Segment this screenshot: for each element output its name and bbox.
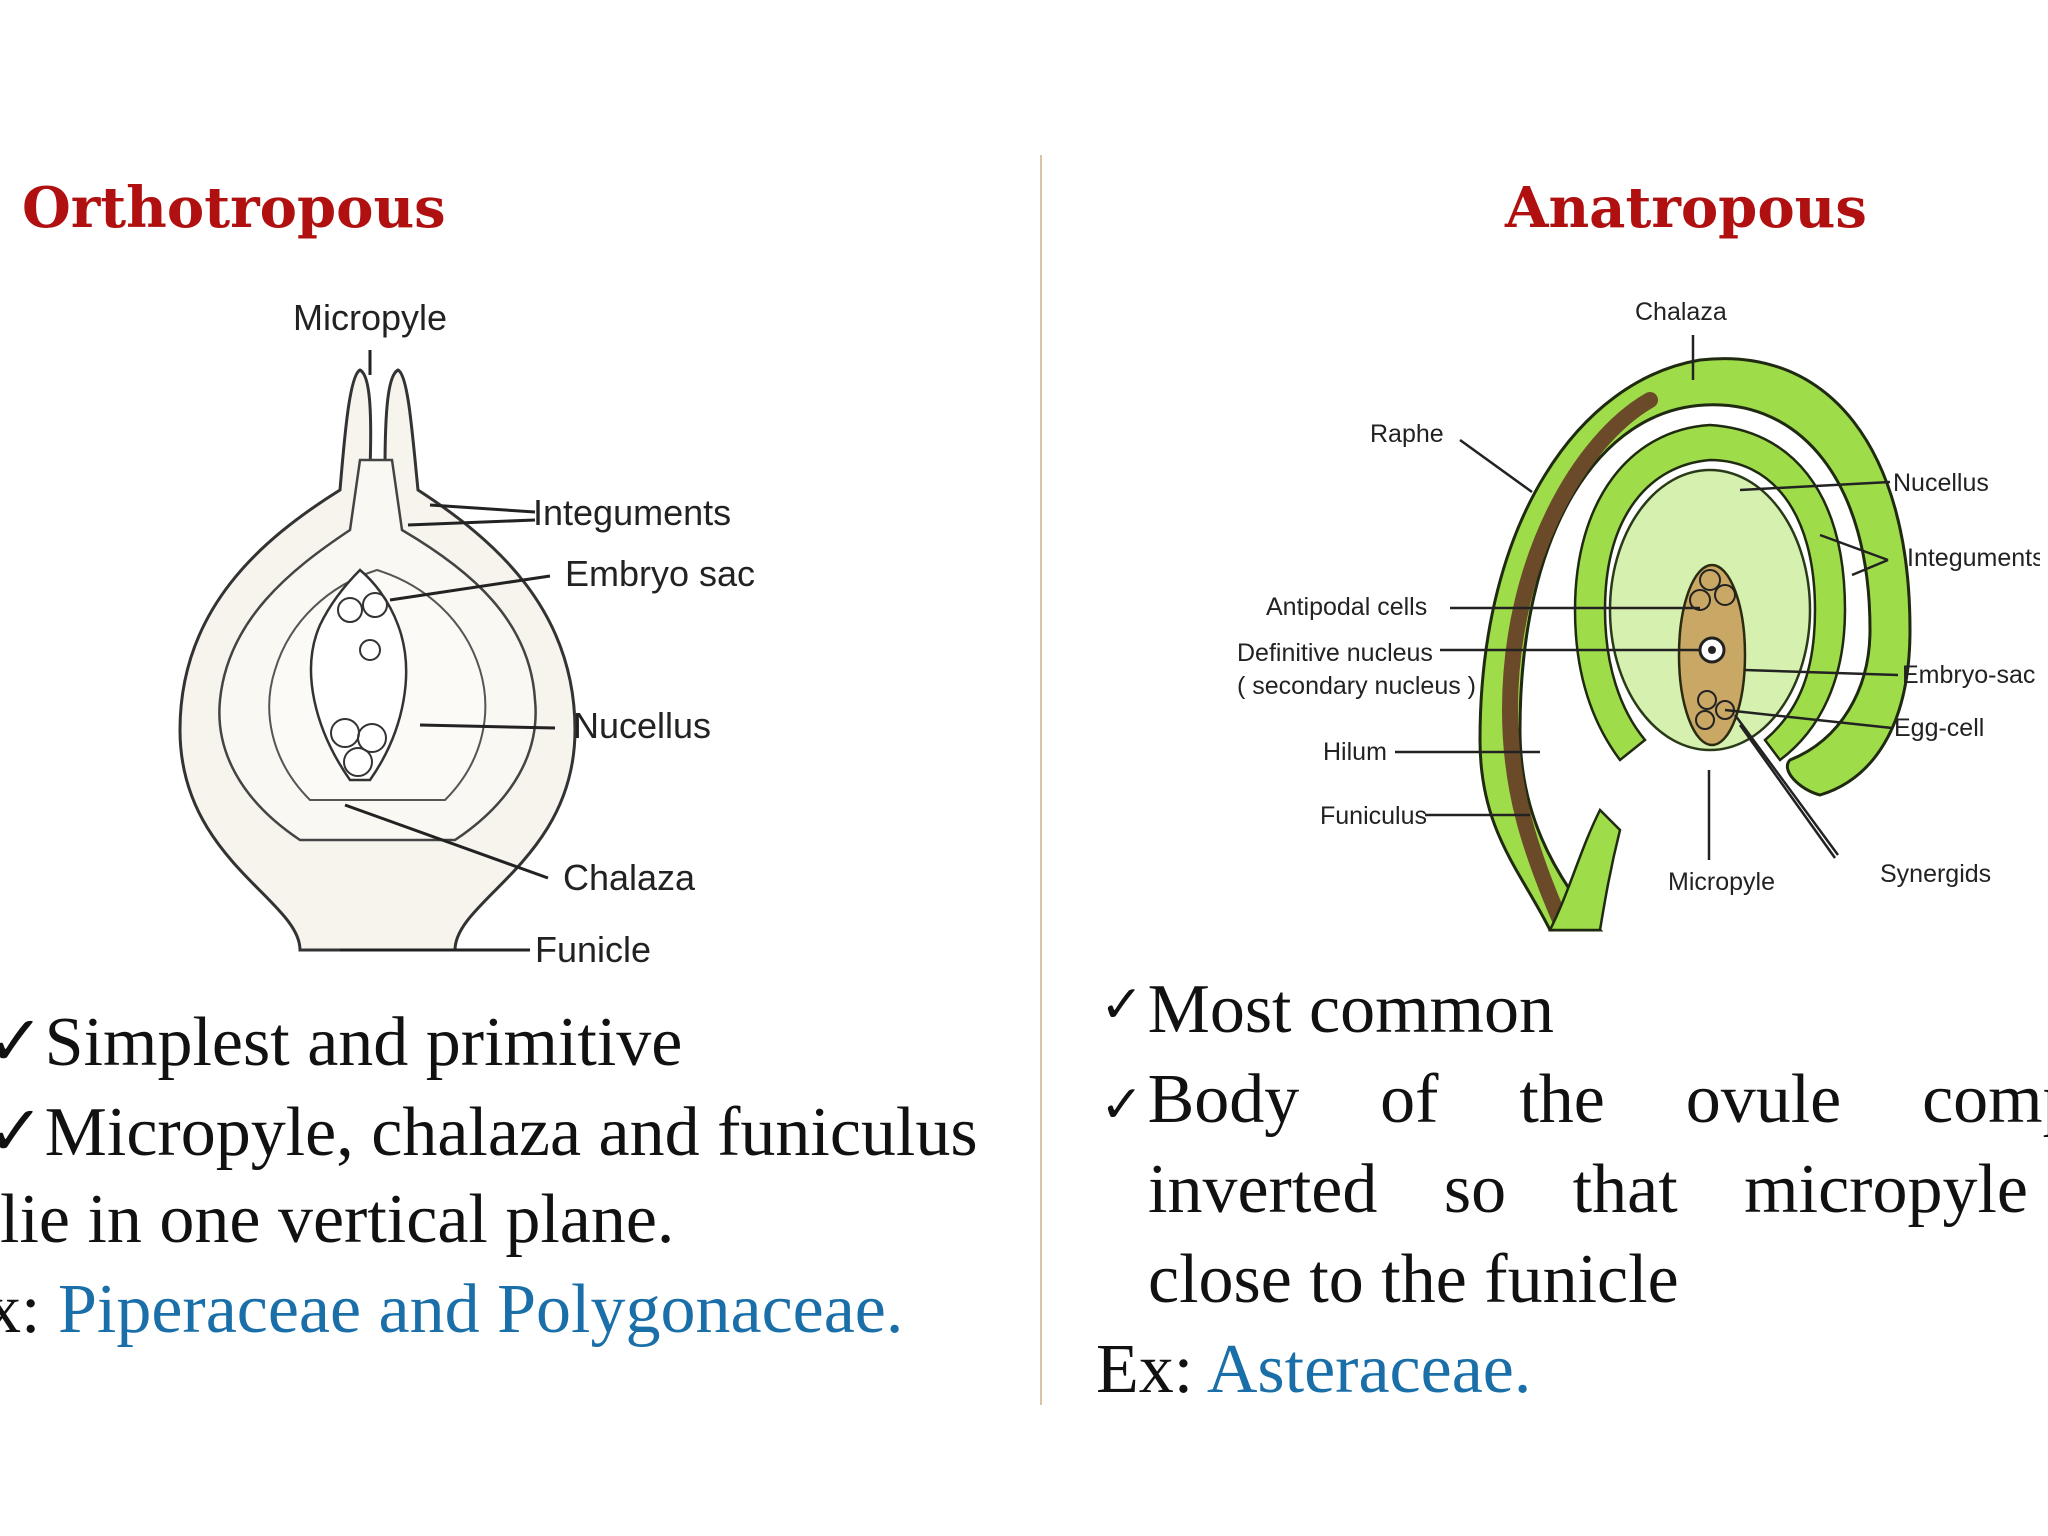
label-funiculus: Funiculus	[1320, 802, 1427, 830]
left-bullet-2-text: Micropyle, chalaza and funiculus	[44, 1094, 978, 1171]
right-example-prefix: Ex:	[1096, 1331, 1194, 1408]
right-bullet-1: ✓Most common	[1100, 970, 1554, 1050]
label-micropyle: Micropyle	[293, 297, 447, 338]
label-embryo-sac: Embryo-sac	[1902, 661, 2035, 689]
anatropous-ovule-diagram: Chalaza Raphe Nucellus Integuments Antip…	[1237, 298, 2040, 932]
right-bullet-2-cont-word: that	[1572, 1151, 1678, 1228]
label-nucellus: Nucellus	[573, 705, 711, 746]
anatropous-ovule-drawing	[1395, 335, 1912, 932]
right-bullet-2-word: the	[1519, 1061, 1605, 1138]
label-integuments: Integuments	[533, 492, 731, 533]
label-hilum: Hilum	[1323, 738, 1387, 766]
label-egg-cell: Egg-cell	[1894, 714, 1984, 742]
orthotropous-heading: Orthotropous	[22, 175, 446, 241]
checkmark-icon: ✓	[0, 1094, 45, 1171]
label-synergids: Synergids	[1880, 860, 1991, 888]
left-bullet-2: ✓Micropyle, chalaza and funiculus	[0, 1090, 978, 1173]
right-bullet-2-word: ovule	[1685, 1061, 1842, 1138]
label-funicle: Funicle	[535, 929, 651, 970]
label-antipodal-cells: Antipodal cells	[1266, 593, 1427, 621]
anatropous-heading: Anatropous	[1505, 175, 1867, 241]
checkmark-icon: ✓	[0, 1004, 45, 1081]
label-chalaza: Chalaza	[1635, 298, 1727, 326]
right-example: Ex: Asteraceae.	[1096, 1330, 1531, 1410]
label-raphe: Raphe	[1370, 420, 1444, 448]
right-bullet-2-word: Body	[1147, 1061, 1300, 1138]
right-example-names: Asteraceae.	[1206, 1331, 1532, 1408]
right-bullet-2-word: complet	[1922, 1061, 2048, 1138]
right-bullet-2-word: of	[1380, 1061, 1439, 1138]
left-example-prefix: x:	[0, 1271, 41, 1348]
orthotropous-ovule-diagram: Micropyle Integuments Embryo sac Nucellu…	[178, 297, 755, 970]
checkmark-icon: ✓	[1100, 975, 1144, 1035]
label-micropyle: Micropyle	[1668, 868, 1775, 896]
right-bullet-2-cont2: close to the funicle	[1148, 1241, 1679, 1318]
column-divider	[1040, 155, 1042, 1405]
left-example: x: Piperaceae and Polygonaceae.	[0, 1270, 903, 1350]
left-bullet-1-text: Simplest and primitive	[44, 1004, 683, 1081]
label-chalaza: Chalaza	[563, 857, 696, 898]
label-definitive-nucleus: Definitive nucleus	[1237, 639, 1433, 667]
right-bullet-2-cont-word: micropyle	[1744, 1151, 2028, 1228]
right-bullet-2-cont-word: inverted	[1148, 1151, 1378, 1228]
left-bullet-1: ✓Simplest and primitive	[0, 1000, 682, 1083]
label-secondary-nucleus: ( secondary nucleus )	[1237, 672, 1476, 700]
right-bullet-2: ✓ Body of the ovule complet	[1100, 1060, 2048, 1140]
label-integuments: Integuments	[1907, 544, 2040, 572]
label-embryo-sac: Embryo sac	[565, 553, 755, 594]
left-example-names: Piperaceae and Polygonaceae.	[57, 1271, 904, 1348]
right-bullet-2-cont: inverted so that micropyle	[1148, 1150, 2028, 1230]
right-bullet-2-cont-word: so	[1443, 1151, 1507, 1228]
right-bullet-1-text: Most common	[1147, 971, 1554, 1048]
orthotropous-ovule-drawing	[178, 350, 577, 952]
checkmark-icon: ✓	[1100, 1075, 1144, 1135]
label-nucellus: Nucellus	[1893, 469, 1989, 497]
left-bullet-2-cont: lie in one vertical plane.	[0, 1181, 675, 1258]
